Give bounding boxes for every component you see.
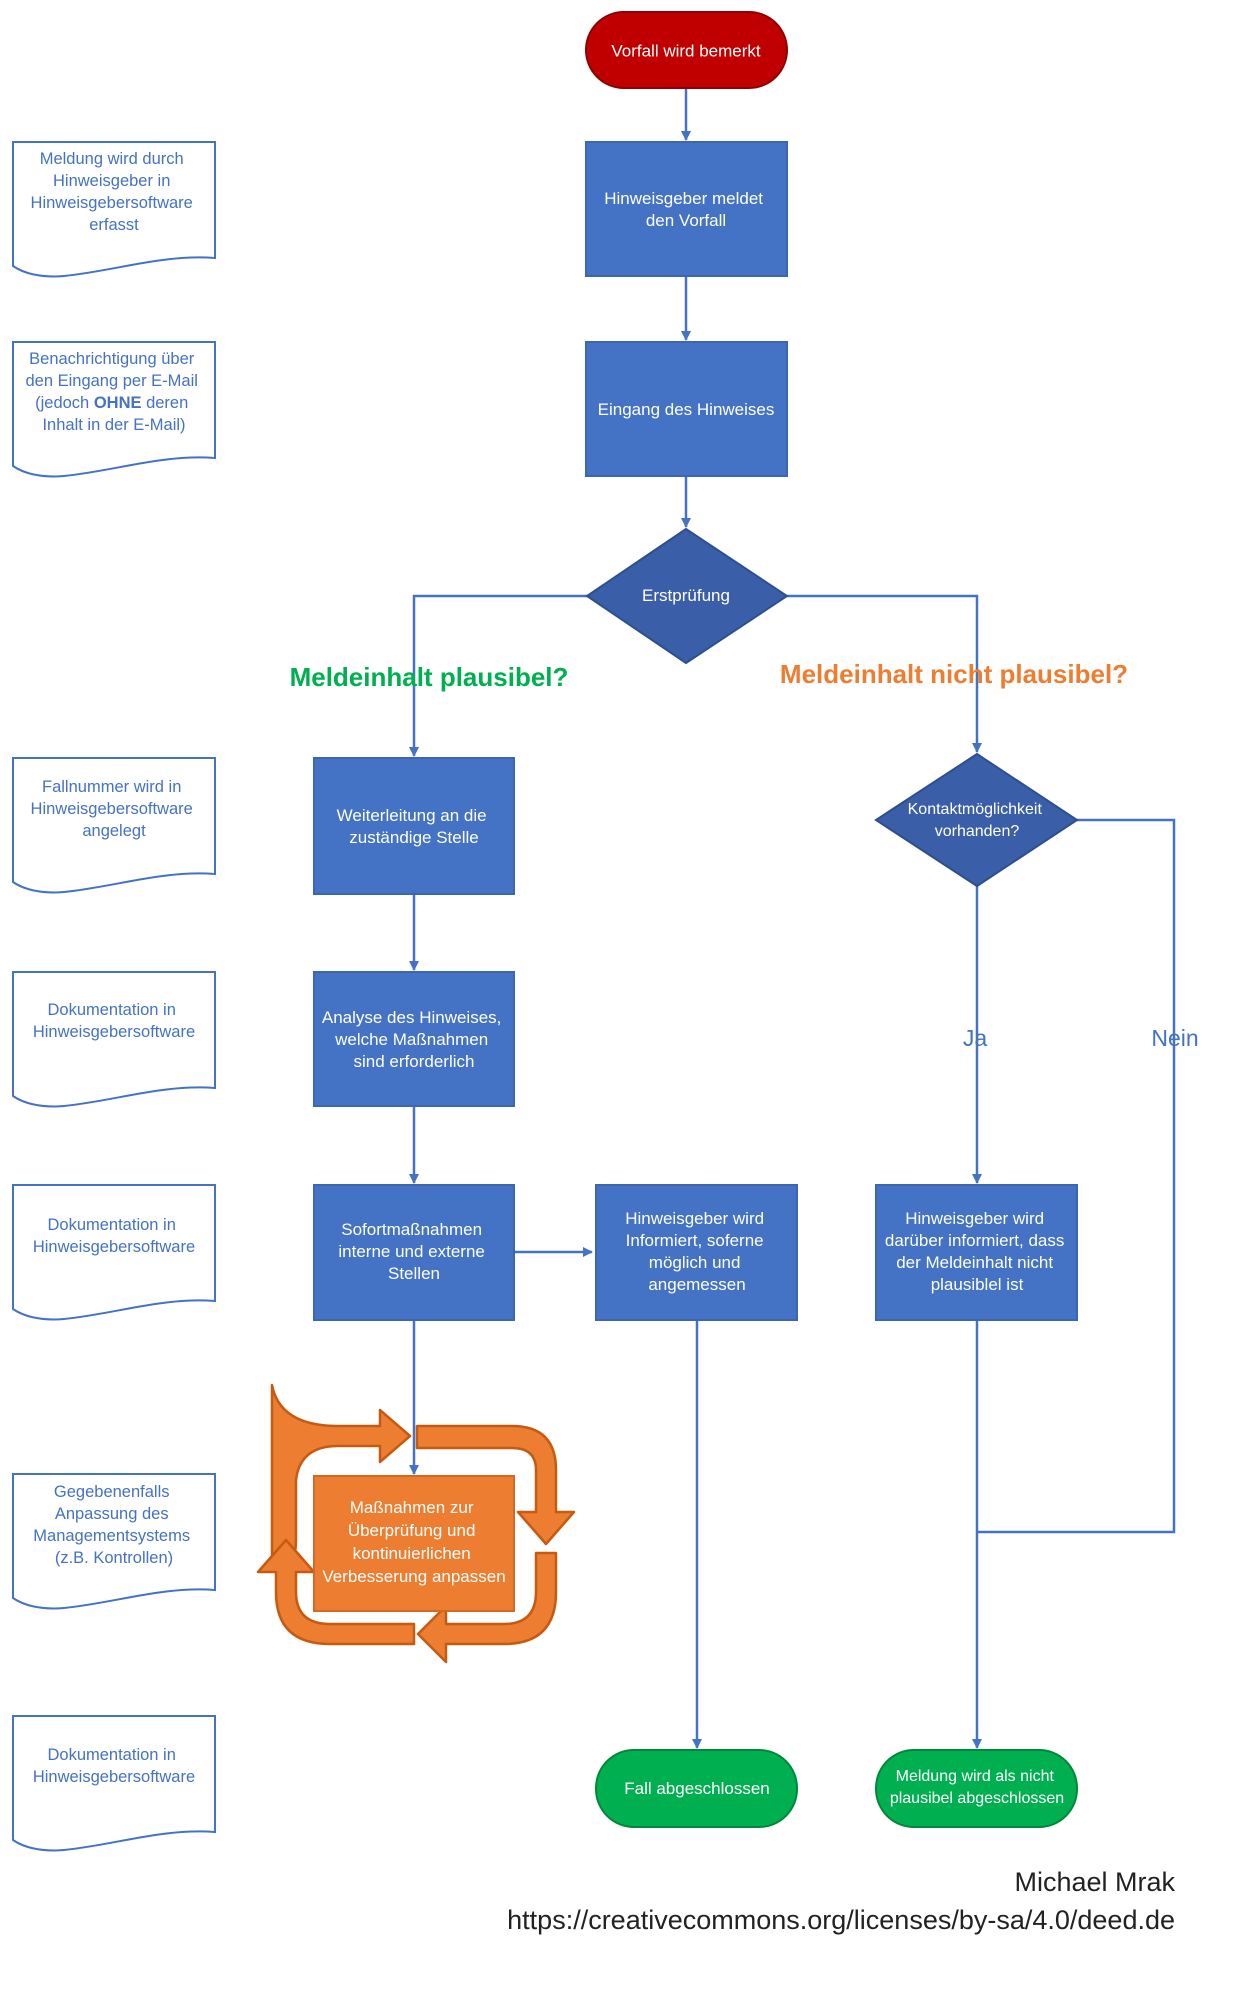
connector-contact-no [977, 818, 1176, 1534]
document-text-7: Dokumentation in Hinweisgebersoftware [33, 1746, 195, 1786]
process-receipt: Eingang des Hinweises [585, 341, 788, 477]
end-terminal-closed: Fall abgeschlossen [595, 1749, 798, 1828]
connector-check-to-contact [787, 594, 982, 753]
document-text-3: Fallnummer wird in Hinweisgebersoftware … [31, 778, 198, 840]
initial-check-label: Erstprüfung [642, 586, 730, 605]
contact-check-label: Kontaktmöglichkeit vorhanden? [908, 801, 1047, 840]
document-shape-2 [12, 341, 216, 478]
cycle-arrow-bottom-right [416, 1551, 558, 1664]
process-forward: Weiterleitung an die zuständige Stelle [313, 757, 515, 895]
document-text-5: Dokumentation in Hinweisgebersoftware [33, 1216, 195, 1256]
improvement-cycle-arrows [256, 1383, 576, 1664]
end-terminal-closed-implausible: Meldung wird als nicht plausibel abgesch… [875, 1749, 1078, 1828]
report-label: Hinweisgeber meldet den Vorfall [604, 189, 767, 230]
decision-contact: Kontaktmöglichkeit vorhanden? [874, 752, 1079, 888]
document-shape-7 [12, 1715, 216, 1852]
credit-author: Michael Mrak [1014, 1867, 1175, 1897]
forward-label: Weiterleitung an die zuständige Stelle [337, 806, 492, 847]
connectors [409, 88, 1176, 1749]
credit-license-url[interactable]: https://creativecommons.org/licenses/by-… [507, 1905, 1175, 1935]
start-label: Vorfall wird bemerkt [611, 41, 761, 60]
process-improve: Maßnahmen zur Überprüfung und kontinuier… [313, 1475, 515, 1612]
document-text-2: Benachrichtigung über den Eingang per E-… [25, 350, 202, 434]
document-text-4: Dokumentation in Hinweisgebersoftware [33, 1001, 195, 1041]
branch-label-no: Nein [1151, 1025, 1198, 1051]
process-report: Hinweisgeber meldet den Vorfall [585, 141, 788, 277]
cycle-arrow-top-right [415, 1424, 576, 1546]
closed-implausible-label: Meldung wird als nicht plausibel abgesch… [890, 1768, 1064, 1807]
decision-initial-check: Erstprüfung [585, 527, 789, 665]
document-shape-4 [12, 971, 216, 1108]
branch-label-yes: Ja [963, 1025, 988, 1051]
closed-label: Fall abgeschlossen [624, 1779, 770, 1798]
document-shapes [12, 141, 216, 1852]
analysis-label: Analyse des Hinweises, welche Maßnahmen … [322, 1008, 506, 1071]
branch-label-not-plausible: Meldeinhalt nicht plausibel? [780, 659, 1128, 689]
process-inform-implausible: Hinweisgeber wird darüber informiert, da… [875, 1184, 1078, 1321]
process-inform-measures: Hinweisgeber wird Informiert, soferne mö… [595, 1184, 798, 1321]
immediate-label: Sofortmaßnahmen interne und externe Stel… [338, 1220, 489, 1283]
inform-implausible-label: Hinweisgeber wird darüber informiert, da… [885, 1209, 1069, 1294]
document-shape-3 [12, 757, 216, 894]
cycle-arrow-bottom-left [256, 1538, 416, 1646]
document-text-6: Gegebenenfalls Anpassung des Managements… [33, 1483, 194, 1567]
process-analysis: Analyse des Hinweises, welche Maßnahmen … [313, 971, 515, 1107]
document-shape-5 [12, 1184, 216, 1321]
improve-label: Maßnahmen zur Überprüfung und kontinuier… [322, 1498, 505, 1586]
document-shape-6 [12, 1473, 216, 1610]
process-immediate: Sofortmaßnahmen interne und externe Stel… [313, 1184, 515, 1321]
start-terminal: Vorfall wird bemerkt [585, 11, 788, 89]
connector-check-to-forward [409, 594, 587, 757]
inform-measures-label: Hinweisgeber wird Informiert, soferne mö… [625, 1209, 769, 1294]
document-shape-1 [12, 141, 216, 278]
branch-label-plausible: Meldeinhalt plausibel? [290, 662, 569, 692]
document-text-1: Meldung wird durch Hinweisgeber in Hinwe… [31, 150, 198, 234]
receipt-label: Eingang des Hinweises [598, 400, 775, 419]
